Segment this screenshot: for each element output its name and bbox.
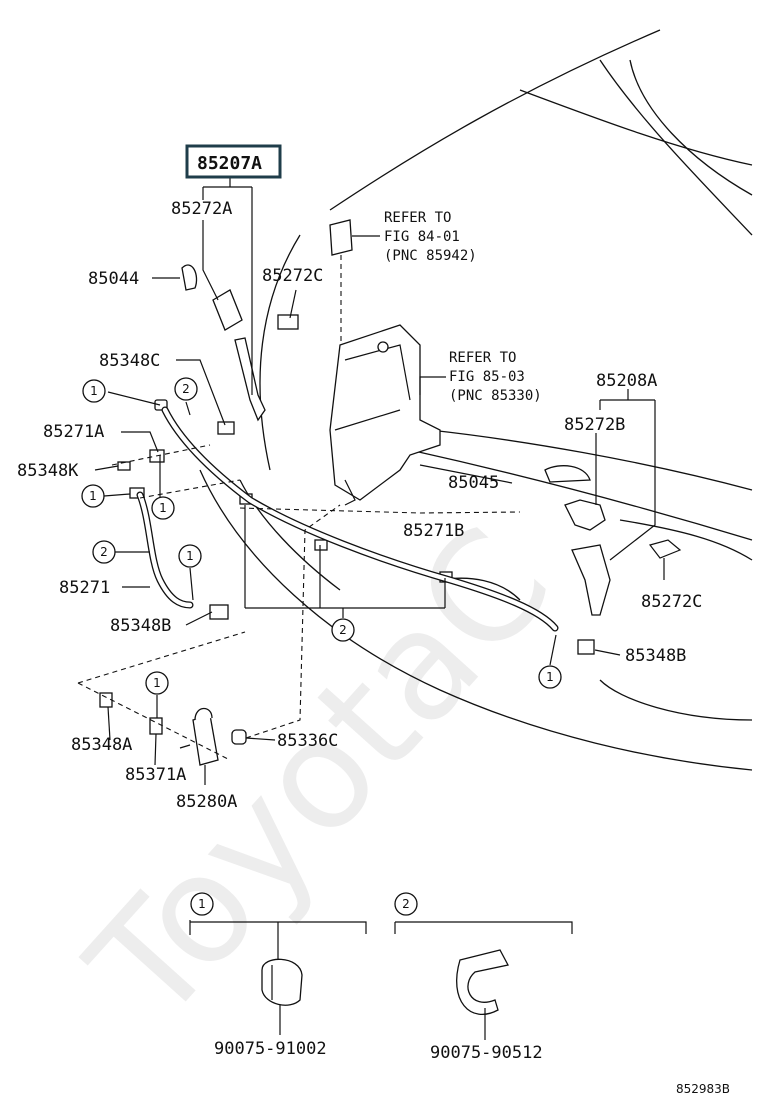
callout-1: 1 bbox=[151, 496, 175, 520]
callout-1: 1 bbox=[178, 544, 202, 568]
highlight-box bbox=[185, 144, 282, 179]
clip-90075-90512-drawing bbox=[456, 949, 509, 1016]
leader-lines bbox=[94, 177, 665, 1040]
legend-item-2: 2 bbox=[394, 892, 418, 916]
part-number-highlight[interactable]: 85207A bbox=[197, 153, 262, 174]
part-label-85348b-left[interactable]: 85348B bbox=[110, 616, 171, 636]
svg-text:1: 1 bbox=[89, 489, 97, 503]
ref-note-1-line2[interactable]: FIG 84-01 bbox=[384, 229, 460, 245]
part-label-85336c[interactable]: 85336C bbox=[277, 731, 338, 751]
svg-text:2: 2 bbox=[182, 382, 190, 396]
hoses bbox=[136, 406, 559, 632]
part-label-85348c[interactable]: 85348C bbox=[99, 351, 160, 371]
vehicle-body-outline bbox=[199, 29, 753, 771]
legend-part-90075-90512[interactable]: 90075-90512 bbox=[430, 1043, 543, 1063]
svg-text:1: 1 bbox=[90, 384, 98, 398]
svg-text:1: 1 bbox=[159, 501, 167, 515]
part-label-85208a[interactable]: 85208A bbox=[596, 371, 657, 391]
svg-text:2: 2 bbox=[339, 623, 347, 637]
part-label-85272b[interactable]: 85272B bbox=[564, 415, 625, 435]
part-label-85271a[interactable]: 85271A bbox=[43, 422, 104, 442]
dashed-connectors bbox=[77, 444, 521, 761]
svg-text:1: 1 bbox=[153, 676, 161, 690]
diagram-code: 852983B bbox=[676, 1082, 730, 1096]
part-label-85348b-right[interactable]: 85348B bbox=[625, 646, 686, 666]
washer-pump bbox=[179, 707, 219, 766]
part-label-85272c-top[interactable]: 85272C bbox=[262, 266, 323, 286]
clips bbox=[99, 314, 595, 745]
svg-text:2: 2 bbox=[402, 897, 410, 911]
clip-90075-91002-drawing bbox=[261, 958, 303, 1006]
part-label-85271[interactable]: 85271 bbox=[59, 578, 110, 598]
svg-text:1: 1 bbox=[186, 549, 194, 563]
part-label-85271b[interactable]: 85271B bbox=[403, 521, 464, 541]
svg-text:1: 1 bbox=[198, 897, 206, 911]
callout-1: 1 bbox=[81, 484, 105, 508]
ref-note-1-line1: REFER TO bbox=[384, 210, 451, 226]
legend-item-1: 1 bbox=[190, 892, 214, 916]
left-nozzle bbox=[181, 264, 266, 422]
part-label-85348k[interactable]: 85348K bbox=[17, 461, 79, 481]
callout-2: 2 bbox=[92, 540, 116, 564]
part-label-85272a[interactable]: 85272A bbox=[171, 199, 232, 219]
callout-1: 1 bbox=[145, 671, 169, 695]
ref-note-1-line3: (PNC 85942) bbox=[384, 248, 477, 264]
part-label-85280a[interactable]: 85280A bbox=[176, 792, 237, 812]
callout-1: 1 bbox=[538, 665, 562, 689]
svg-text:1: 1 bbox=[546, 670, 554, 684]
svg-text:2: 2 bbox=[100, 545, 108, 559]
callout-2: 2 bbox=[331, 618, 355, 642]
right-nozzle bbox=[544, 465, 682, 616]
ref-note-2-line3: (PNC 85330) bbox=[449, 388, 542, 404]
part-label-85044[interactable]: 85044 bbox=[88, 269, 139, 289]
part-label-85348a[interactable]: 85348A bbox=[71, 735, 132, 755]
callout-2: 2 bbox=[174, 377, 198, 401]
ref-note-2-line2[interactable]: FIG 85-03 bbox=[449, 369, 525, 385]
part-label-85045[interactable]: 85045 bbox=[448, 473, 499, 493]
callout-1: 1 bbox=[82, 379, 106, 403]
ref-note-2-line1: REFER TO bbox=[449, 350, 516, 366]
washer-tank bbox=[329, 219, 441, 506]
part-label-85371a[interactable]: 85371A bbox=[125, 765, 186, 785]
part-label-85272c-right[interactable]: 85272C bbox=[641, 592, 702, 612]
legend-part-90075-91002[interactable]: 90075-91002 bbox=[214, 1039, 327, 1059]
